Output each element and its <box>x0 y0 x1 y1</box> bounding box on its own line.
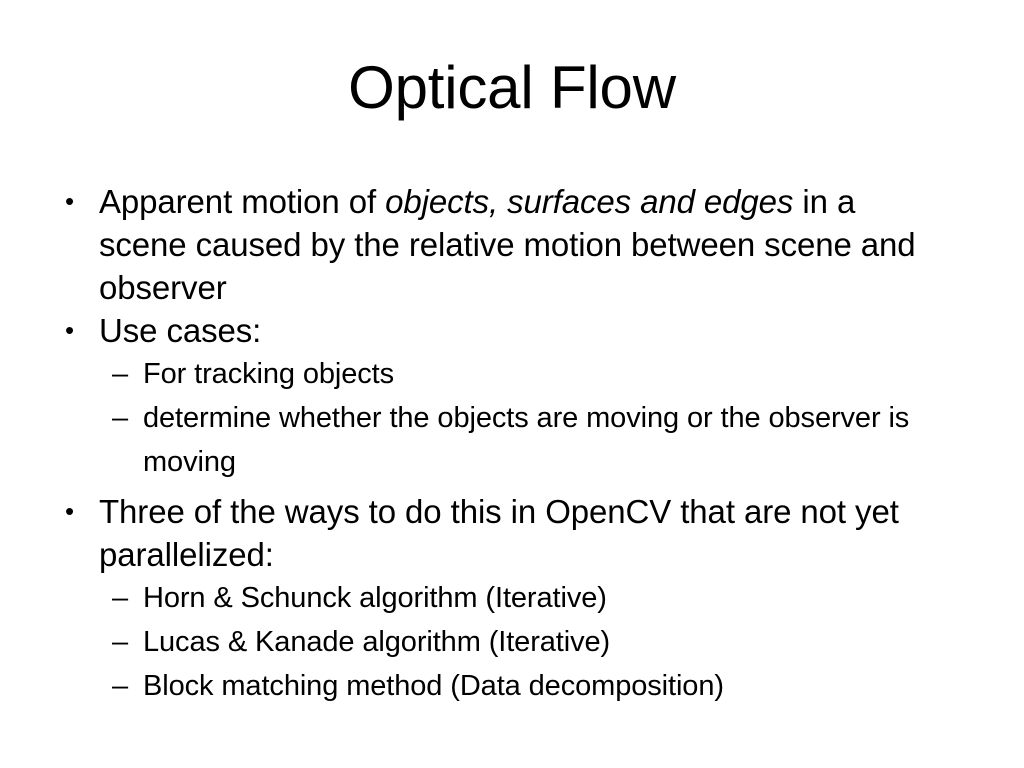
dash-marker-icon: – <box>112 402 129 434</box>
sub-bullet-text: determine whether the objects are moving… <box>143 402 910 478</box>
bullet-marker-icon: • <box>65 496 75 526</box>
bullet-marker-icon: • <box>65 186 75 216</box>
slide-body: • Apparent motion of objects, surfaces a… <box>60 180 970 708</box>
bullet-text-run-italic: objects, surfaces and edges <box>385 183 794 220</box>
sub-bullet-item: – Block matching method (Data decomposit… <box>112 664 970 708</box>
bullet-marker-icon: • <box>65 315 75 345</box>
sub-bullet-item: – Horn & Schunck algorithm (Iterative) <box>112 576 970 620</box>
bullet-item: • Use cases: <box>60 309 970 352</box>
sub-bullet-item: – determine whether the objects are movi… <box>112 396 970 484</box>
dash-marker-icon: – <box>112 582 129 614</box>
bullet-text-run-plain-2: in a scene caused by the relative motion… <box>99 183 916 306</box>
sub-bullet-item: – Lucas & Kanade algorithm (Iterative) <box>112 620 970 664</box>
dash-marker-icon: – <box>112 358 129 390</box>
bullet-text: Apparent motion of objects, surfaces and… <box>99 180 951 309</box>
slide-title: Optical Flow <box>348 54 676 121</box>
sub-bullet-item: – For tracking objects <box>112 352 970 396</box>
bullet-item: • Apparent motion of objects, surfaces a… <box>60 180 970 309</box>
dash-marker-icon: – <box>112 626 129 658</box>
sub-bullet-text: Lucas & Kanade algorithm (Iterative) <box>143 626 611 658</box>
bullet-text-run-plain: Apparent motion of <box>99 183 386 220</box>
bullet-item: • Three of the ways to do this in OpenCV… <box>60 490 970 576</box>
bullet-text: Use cases: <box>99 312 262 349</box>
sub-bullet-text: Horn & Schunck algorithm (Iterative) <box>143 582 607 614</box>
sub-bullet-text: Block matching method (Data decompositio… <box>143 670 724 702</box>
bullet-text: Three of the ways to do this in OpenCV t… <box>99 493 899 573</box>
sub-bullet-text: For tracking objects <box>143 358 395 390</box>
dash-marker-icon: – <box>112 670 129 702</box>
